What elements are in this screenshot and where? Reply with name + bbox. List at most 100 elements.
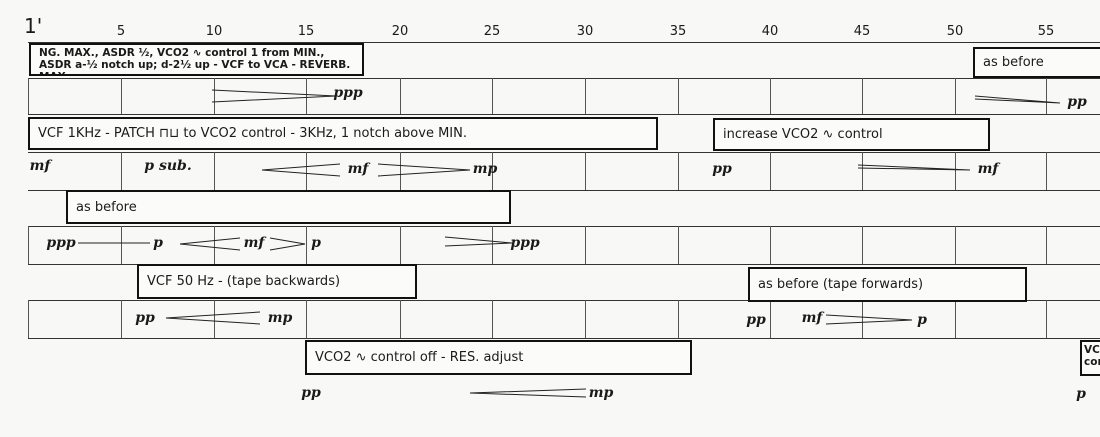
staff-line <box>28 338 1100 339</box>
dynamic-pp: pp <box>746 312 766 328</box>
dynamic-mp: mp <box>472 161 498 177</box>
grid-line <box>121 226 122 264</box>
tick-15: 15 <box>297 24 315 39</box>
tick-25: 25 <box>483 24 501 39</box>
grid-line <box>1046 226 1047 264</box>
crescendo-hairpin <box>469 388 587 398</box>
staff-line <box>28 226 1100 227</box>
dynamic-pp: pp <box>135 310 155 326</box>
grid-line <box>306 226 307 264</box>
grid-line <box>400 300 401 338</box>
grid-line <box>1046 152 1047 190</box>
grid-line <box>585 226 586 264</box>
tick-35: 35 <box>669 24 687 39</box>
dynamic-mp: mp <box>588 385 614 401</box>
as-before-box-2: as before <box>66 190 511 224</box>
grid-line <box>492 300 493 338</box>
dynamic-pp: pp <box>301 385 321 401</box>
grid-line <box>678 78 679 114</box>
grid-line <box>862 78 863 114</box>
tick-30: 30 <box>576 24 594 39</box>
grid-line <box>678 300 679 338</box>
grid-line <box>862 226 863 264</box>
crescendo-hairpin <box>165 311 261 325</box>
decrescendo-hairpin <box>444 236 513 247</box>
grid-line <box>678 152 679 190</box>
setup-instruction-box: NG. MAX., ASDR ½, VCO2 ∿ control 1 from … <box>29 43 364 76</box>
grid-line <box>306 300 307 338</box>
dynamic-p: p <box>917 312 927 328</box>
vco2-off-box: VCO2 ∿ control off - RES. adjust <box>305 340 692 375</box>
dynamic-ppp: ppp <box>46 235 76 251</box>
as-before-box-1: as before <box>973 47 1100 78</box>
grid-line <box>770 226 771 264</box>
grid-line <box>28 78 29 114</box>
grid-line <box>121 78 122 114</box>
crescendo-hairpin <box>179 237 241 251</box>
dynamic-mf: mf <box>243 235 265 251</box>
increase-vco2-box: increase VCO2 ∿ control <box>713 118 990 151</box>
vcf-50hz-box: VCF 50 Hz - (tape backwards) <box>137 264 417 299</box>
decrescendo-hairpin <box>974 95 1061 104</box>
grid-line <box>400 226 401 264</box>
grid-line <box>214 78 215 114</box>
grid-line <box>585 152 586 190</box>
grid-line <box>770 78 771 114</box>
grid-line <box>585 78 586 114</box>
dynamic-p: p <box>153 235 163 251</box>
tick-55: 55 <box>1037 24 1055 39</box>
grid-line <box>121 300 122 338</box>
staff-line <box>28 78 1100 79</box>
grid-line <box>492 78 493 114</box>
grid-line <box>585 300 586 338</box>
grid-line <box>955 226 956 264</box>
staff-line <box>28 300 1100 301</box>
grid-line <box>678 226 679 264</box>
staff-line <box>28 42 1100 43</box>
dynamic-mp: mp <box>267 310 293 326</box>
grid-line <box>862 152 863 190</box>
dynamic-pp: pp <box>1067 94 1087 110</box>
as-before-tape-box: as before (tape forwards) <box>748 267 1027 302</box>
dynamic-ppp: ppp <box>510 235 540 251</box>
tick-20: 20 <box>391 24 409 39</box>
tick-40: 40 <box>761 24 779 39</box>
decrescendo-hairpin <box>857 164 971 171</box>
dynamic-pp: pp <box>712 161 732 177</box>
grid-line <box>306 152 307 190</box>
grid-line <box>306 78 307 114</box>
grid-line <box>1046 300 1047 338</box>
decrescendo-hairpin <box>211 89 337 103</box>
grid-line <box>214 226 215 264</box>
decrescendo-hairpin <box>825 314 913 325</box>
dynamic-mf: mf <box>801 310 823 326</box>
vcf-1khz-box: VCF 1KHz - PATCH ⊓⊔ to VCO2 control - 3K… <box>28 117 658 150</box>
grid-line <box>1046 78 1047 114</box>
dynamic-p: p <box>311 235 321 251</box>
grid-line <box>28 300 29 338</box>
dynamic-mf: mf <box>347 161 369 177</box>
dynamic-p: p <box>1076 386 1086 402</box>
decrescendo-hairpin <box>377 163 471 177</box>
tick-10: 10 <box>205 24 223 39</box>
dynamic-ppp: ppp <box>333 85 363 101</box>
dynamic-mf: mf <box>29 158 51 174</box>
grid-line <box>121 152 122 190</box>
tick-50: 50 <box>946 24 964 39</box>
timeline-start-label: 1' <box>24 14 43 38</box>
vc-continued-box: VC con <box>1080 340 1100 376</box>
grid-line <box>28 226 29 264</box>
grid-line <box>862 300 863 338</box>
staff-line <box>28 152 1100 153</box>
staff-line <box>28 114 1100 115</box>
grid-line <box>214 152 215 190</box>
grid-line <box>770 300 771 338</box>
grid-line <box>492 226 493 264</box>
staff-line <box>28 264 1100 265</box>
dynamic-p-sub: p sub. <box>144 158 192 174</box>
tick-45: 45 <box>853 24 871 39</box>
tick-5: 5 <box>116 24 126 39</box>
staff-line <box>28 190 1100 191</box>
dynamic-mf: mf <box>977 161 999 177</box>
